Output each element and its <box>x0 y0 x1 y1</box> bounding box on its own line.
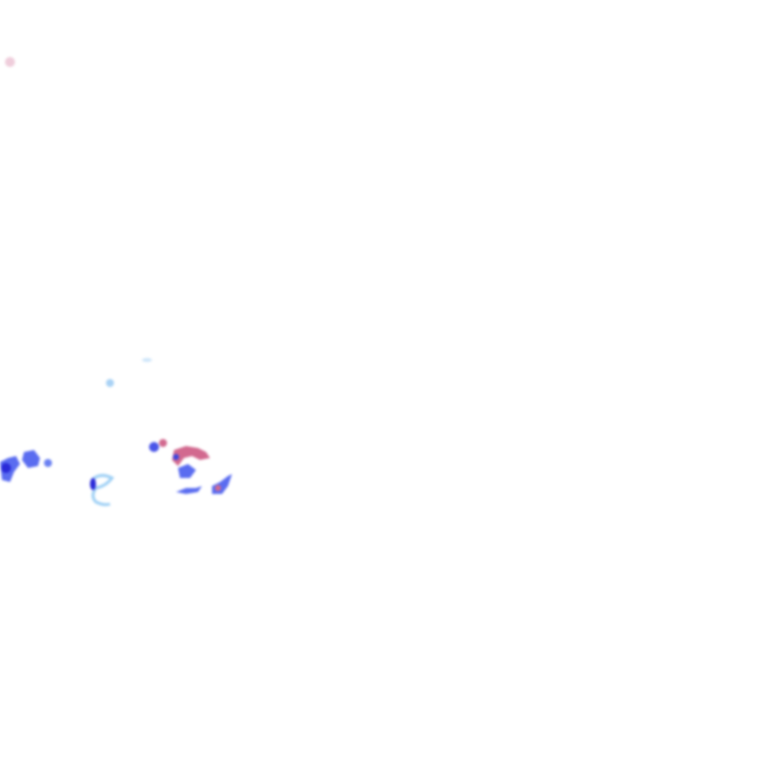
radar-echo <box>176 486 202 494</box>
radar-echo <box>173 454 179 460</box>
radar-echo <box>22 450 40 468</box>
radar-echo <box>142 358 152 362</box>
radar-echo <box>106 379 114 387</box>
radar-echo <box>5 57 15 67</box>
radar-echo <box>90 473 115 507</box>
radar-echo <box>1 463 11 473</box>
radar-echo <box>44 459 52 467</box>
radar-echo <box>212 474 232 494</box>
radar-echo <box>178 464 196 478</box>
radar-echo <box>90 478 96 490</box>
radar-echo <box>172 446 210 466</box>
radar-echo <box>149 442 159 452</box>
radar-echo <box>215 485 221 491</box>
radar-echo <box>159 439 167 447</box>
